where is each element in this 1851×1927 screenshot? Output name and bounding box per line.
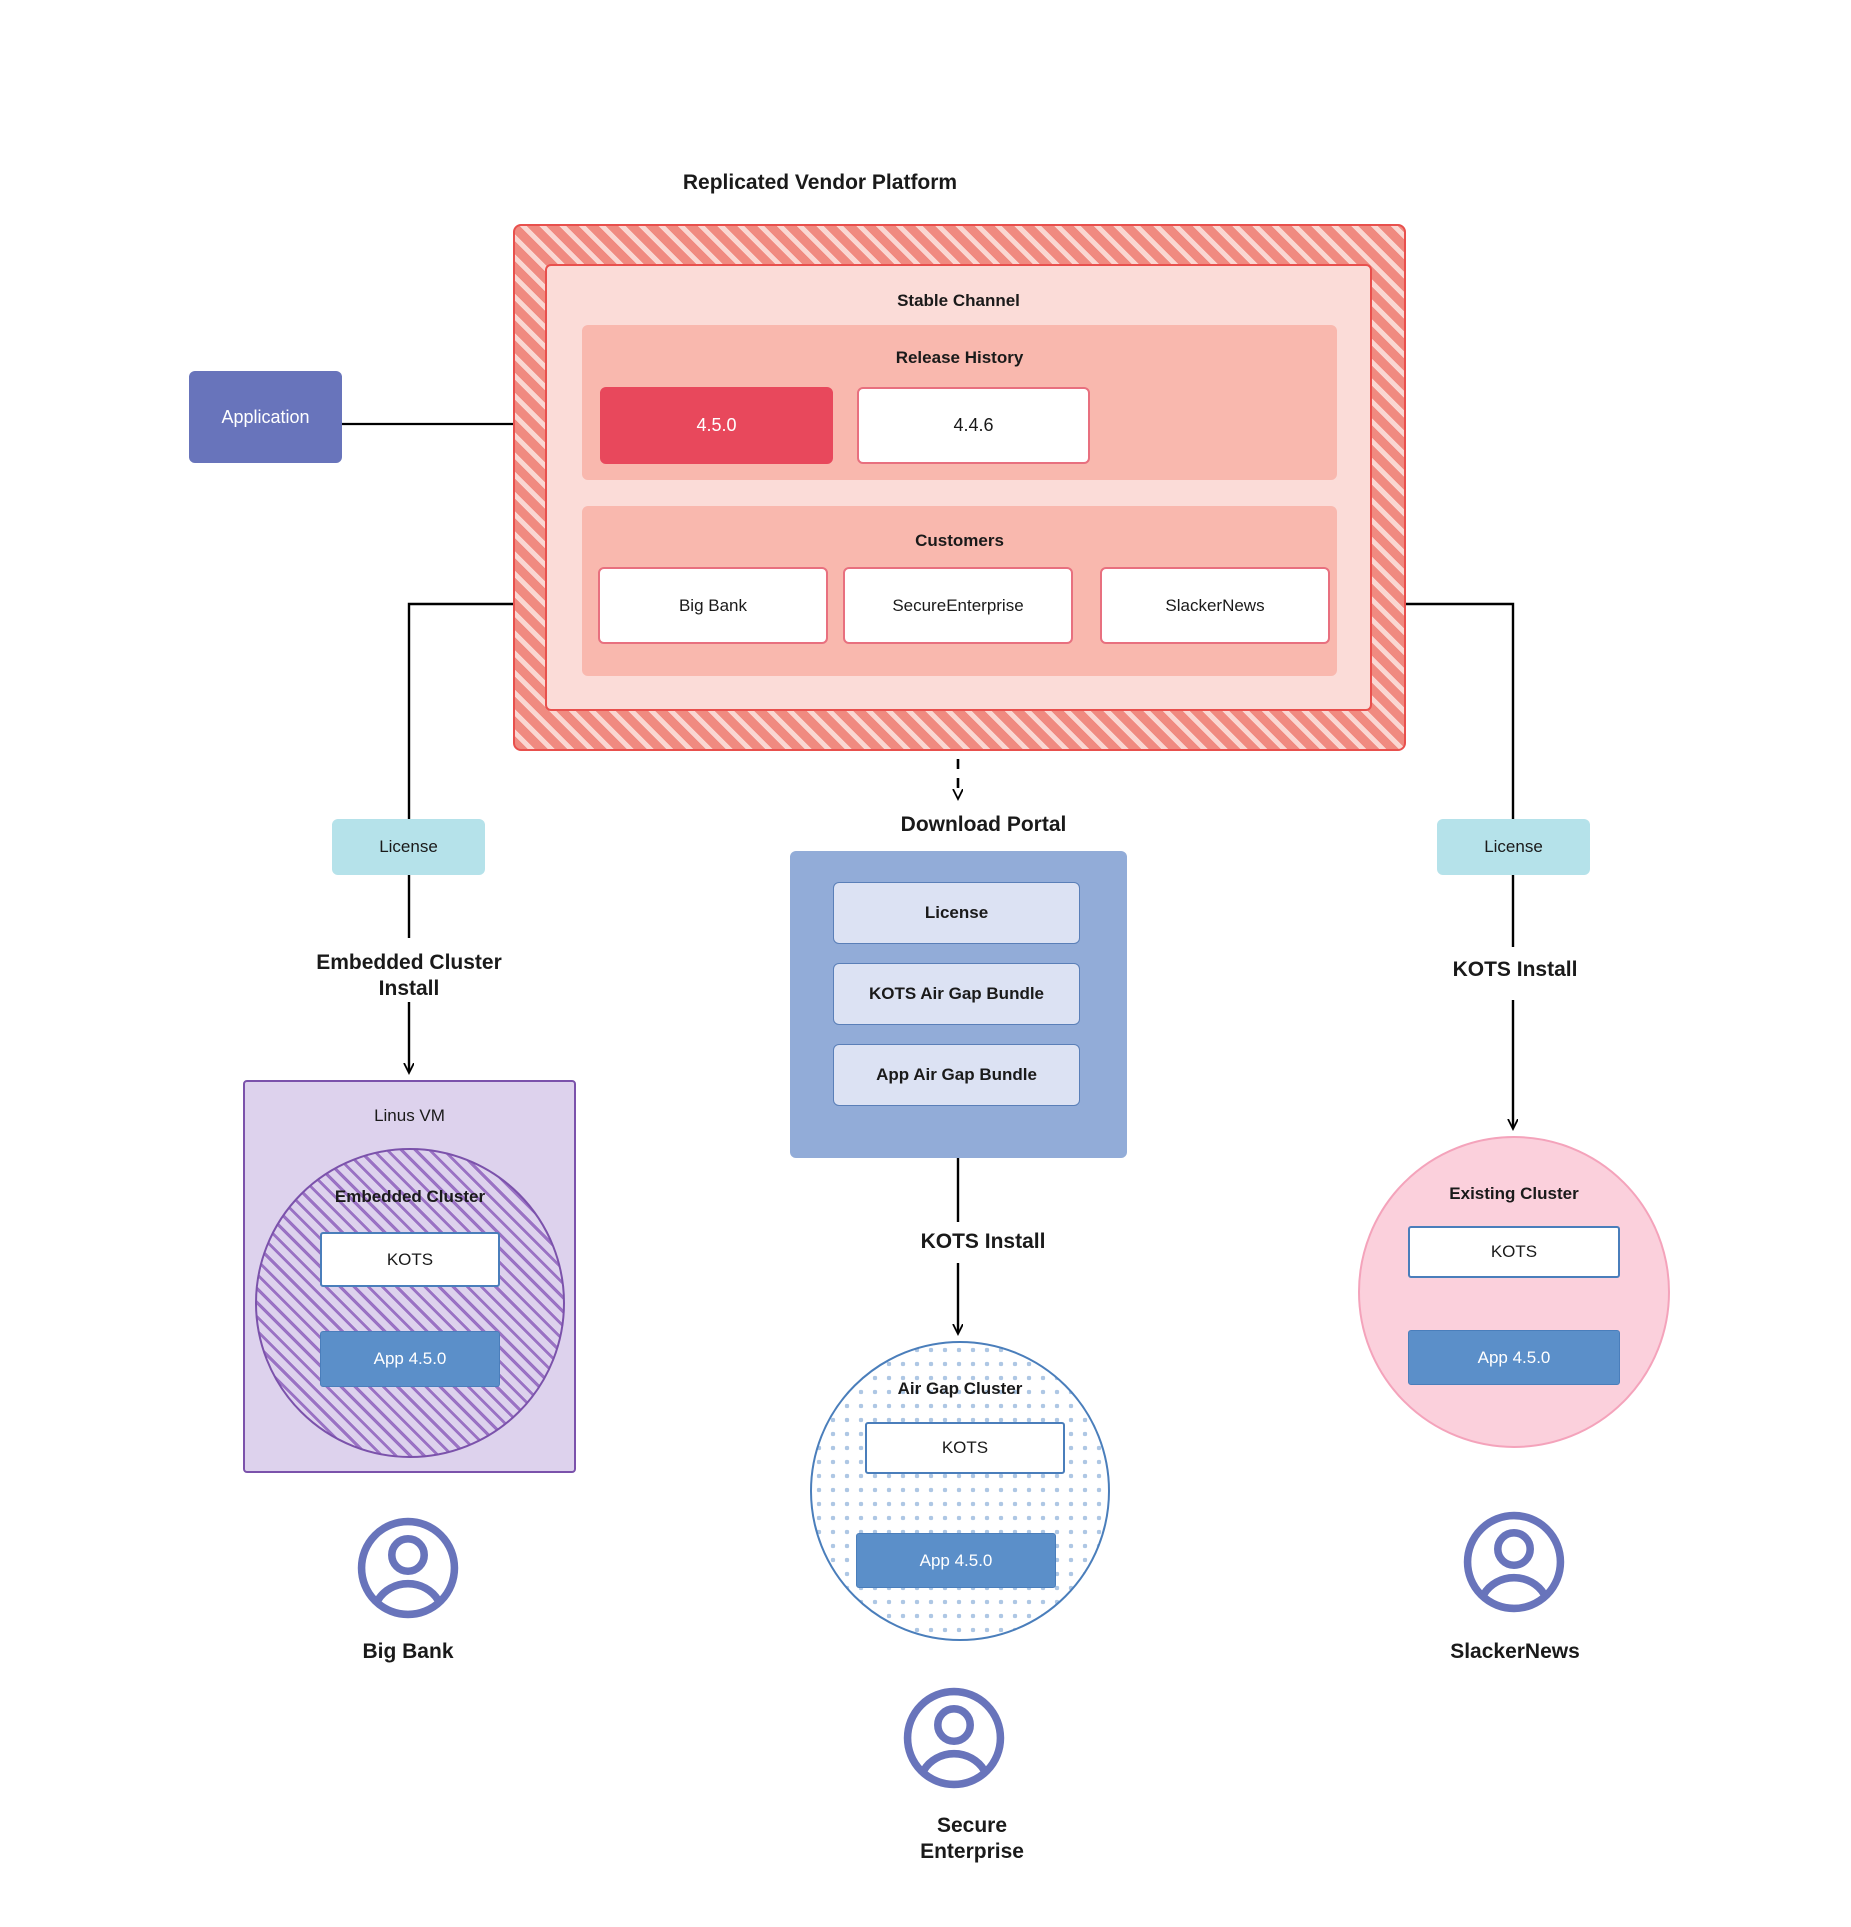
air-gap-cluster-container [810,1341,1110,1641]
persona-name-slackernews: SlackerNews [1450,1639,1580,1663]
release-version-previous[interactable]: 4.4.6 [857,387,1090,464]
portal-item-kots-air-gap-bundle[interactable]: KOTS Air Gap Bundle [833,963,1080,1025]
stable-channel-label: Stable Channel [897,291,1020,311]
edge-label-kots-install-center: KOTS Install [920,1229,1046,1253]
embedded-cluster-kots-node[interactable]: KOTS [320,1232,500,1287]
customer-big-bank[interactable]: Big Bank [598,567,828,644]
air-gap-cluster-app-node[interactable]: App 4.5.0 [856,1533,1056,1588]
air-gap-cluster-kots-node[interactable]: KOTS [865,1422,1065,1474]
download-portal-title: Download Portal [900,812,1067,836]
air-gap-cluster-label: Air Gap Cluster [897,1379,1023,1399]
release-version-current[interactable]: 4.5.0 [600,387,833,464]
linux-vm-label: Linus VM [374,1106,445,1126]
persona-name-big-bank: Big Bank [362,1639,454,1663]
application-node[interactable]: Application [189,371,342,463]
release-history-label: Release History [895,348,1024,368]
portal-item-license[interactable]: License [833,882,1080,944]
edge-label-kots-install-right: KOTS Install [1452,957,1578,981]
customers-label: Customers [915,531,1004,551]
license-chip-left[interactable]: License [332,819,485,875]
embedded-cluster-label: Embedded Cluster [334,1187,486,1207]
existing-cluster-label: Existing Cluster [1449,1184,1579,1204]
existing-cluster-app-node[interactable]: App 4.5.0 [1408,1330,1620,1385]
customer-slackernews[interactable]: SlackerNews [1100,567,1330,644]
existing-cluster-kots-node[interactable]: KOTS [1408,1226,1620,1278]
existing-cluster-container [1358,1136,1670,1448]
license-chip-right[interactable]: License [1437,819,1590,875]
portal-item-app-air-gap-bundle[interactable]: App Air Gap Bundle [833,1044,1080,1106]
user-avatar-icon [354,1514,462,1622]
embedded-cluster-container [255,1148,565,1458]
page-title: Replicated Vendor Platform [682,170,958,194]
user-avatar-icon [1460,1508,1568,1616]
user-avatar-icon [900,1684,1008,1792]
embedded-cluster-app-node[interactable]: App 4.5.0 [320,1331,500,1387]
